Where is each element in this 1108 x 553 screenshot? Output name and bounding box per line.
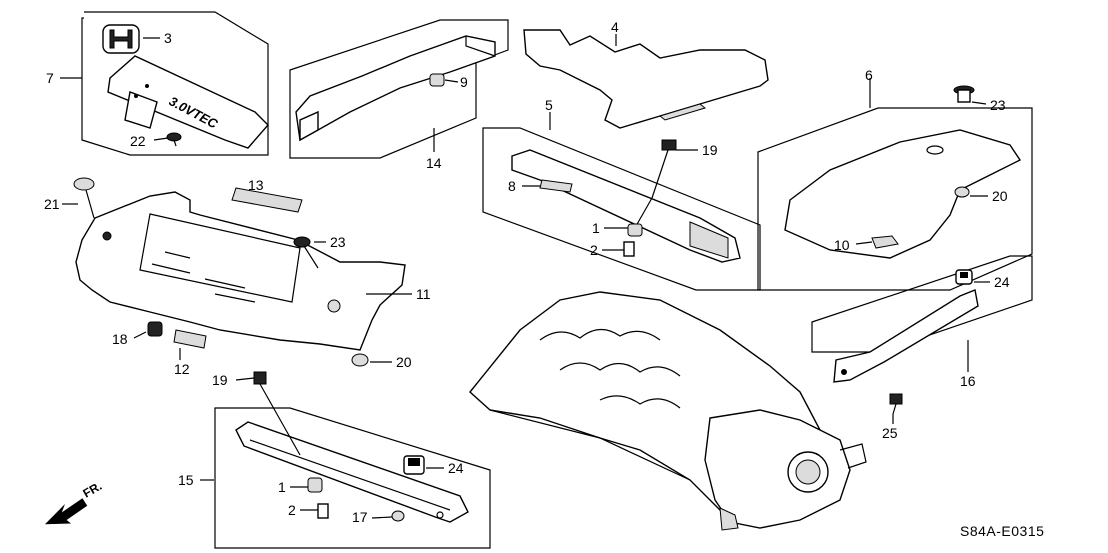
part-21-clip [73,177,95,219]
part-23-clip-right [953,85,975,103]
part-24-clip-lower [403,455,425,475]
diagram-code: S84A-E0315 [960,523,1044,539]
part-7-group-frame [81,11,269,156]
part-14-cover-piece [295,35,496,142]
callout-20-left: 20 [396,354,412,370]
callout-1-lower: 1 [278,479,286,495]
part-2-collar-upper [623,241,635,257]
callout-17: 17 [352,509,368,525]
part-3-emblem [102,24,140,54]
callout-24-lower: 24 [448,460,464,476]
part-16-bracket [833,289,979,383]
front-direction-arrow: FR. [44,479,105,525]
part-25-bolt [889,393,903,415]
part-15-bracket [235,421,469,523]
part-4-cover-piece [523,29,769,129]
part-8-pad [539,179,573,193]
callout-8: 8 [508,178,516,194]
callout-23-left: 23 [330,234,346,250]
callout-23-right: 23 [990,97,1006,113]
callout-24-right: 24 [994,274,1010,290]
callout-2-upper: 2 [590,242,598,258]
callout-9: 9 [460,74,468,90]
part-18-grommet [147,321,163,337]
callout-18: 18 [112,331,128,347]
throttle-body [704,409,867,531]
part-19-bolt-lower [253,371,301,456]
part-15-group-frame [214,407,491,549]
callout-7: 7 [46,70,54,86]
callout-11: 11 [416,286,431,302]
leader-lines [60,34,990,519]
part-6-group-frame [757,107,1033,291]
part-24-clip-right [955,269,973,285]
part-17-nut [391,510,405,522]
callout-13: 13 [248,177,264,193]
part-2-collar-lower [317,503,329,519]
part-20-nut-right [954,186,970,198]
part-5-bracket [511,149,741,263]
part-13-pad [231,187,303,213]
callout-25: 25 [882,425,898,441]
part-12-pad [173,329,207,349]
callout-labels: 3 7 22 9 14 4 5 19 8 1 2 6 23 20 10 24 1… [44,19,1010,525]
callout-12: 12 [174,361,190,377]
callout-22: 22 [130,133,146,149]
part-16-group-frame [811,255,1033,353]
front-direction-label: FR. [81,479,105,501]
callout-16: 16 [960,373,976,389]
part-10-pad [871,235,899,249]
callout-2-lower: 2 [288,502,296,518]
callout-1-upper: 1 [592,220,600,236]
part-23-clip-left [293,236,319,269]
callout-19-upper: 19 [702,142,718,158]
part-20-nut-left [351,353,369,367]
callout-15: 15 [178,472,194,488]
part-1-grommet-lower [307,477,323,493]
part-9-nut [429,73,445,87]
callout-4: 4 [611,19,619,35]
part-6-cover [784,129,1022,259]
callout-6: 6 [865,67,873,83]
part-19-bolt-upper [635,139,677,227]
callout-3: 3 [164,30,172,46]
part-1-grommet-upper [627,223,643,237]
callout-19-lower: 19 [212,372,228,388]
part-11-engine-cover [75,191,406,351]
callout-21: 21 [44,196,60,212]
callout-10: 10 [834,237,850,253]
callout-14: 14 [426,155,442,171]
part-22-clip [166,132,182,147]
callout-5: 5 [545,97,553,113]
callout-20-right: 20 [992,188,1008,204]
